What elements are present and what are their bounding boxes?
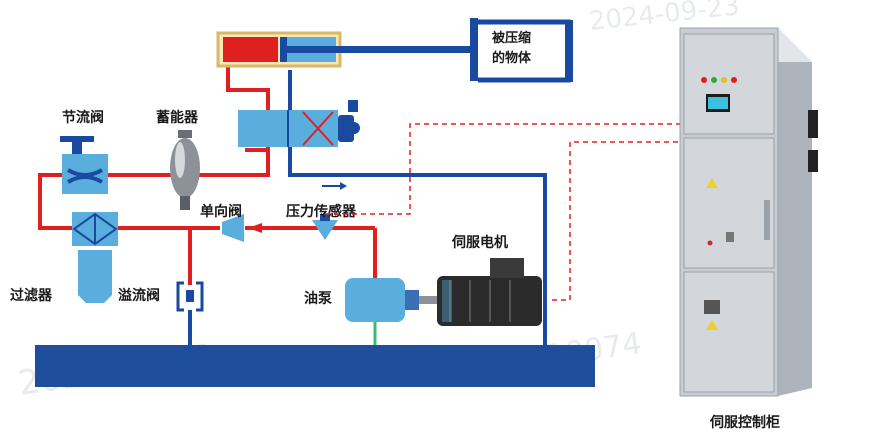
pressed-object: 被压缩 的物体	[470, 18, 573, 83]
solenoid-valve-icon	[238, 100, 360, 147]
watermarks: 2024-09-23 CT-0074 2024-09-23	[16, 0, 741, 404]
throttle-valve-icon	[60, 136, 108, 194]
control-cabinet-icon	[679, 27, 818, 397]
check-valve-icon	[222, 214, 244, 242]
throttle-valve-label: 节流阀	[62, 109, 104, 126]
filter-icon	[72, 212, 118, 303]
pressed-object-label-1: 被压缩	[491, 30, 531, 46]
pressure-line-left	[38, 150, 270, 230]
accumulator-label: 蓄能器	[156, 109, 199, 126]
pressed-object-label-2: 的物体	[492, 50, 532, 66]
pressure-sensor-label: 压力传感器	[286, 203, 357, 220]
accumulator-icon	[170, 130, 200, 210]
flow-arrow-left	[248, 223, 262, 233]
hydraulic-cylinder-icon	[216, 31, 477, 68]
servo-cabinet-label: 伺服控制柜	[709, 414, 780, 431]
filter-label: 过滤器	[10, 287, 53, 304]
pressure-sensor-icon	[312, 214, 338, 240]
pressure-line-cyl	[226, 55, 270, 152]
pressure-lines	[38, 55, 377, 285]
sensor-signal-line	[325, 123, 688, 215]
oil-pump-icon	[345, 278, 437, 322]
flow-arrow-top	[322, 182, 347, 190]
check-valve-label: 单向阀	[200, 203, 242, 220]
oil-pump-label: 油泵	[304, 290, 332, 307]
servo-motor-icon	[437, 258, 542, 326]
oil-tank	[35, 345, 595, 387]
servo-motor-label: 伺服电机	[451, 234, 508, 251]
relief-valve-icon	[176, 281, 204, 312]
motor-signal-line	[552, 141, 688, 301]
relief-valve-label: 溢流阀	[118, 287, 160, 304]
signal-lines	[325, 123, 688, 301]
